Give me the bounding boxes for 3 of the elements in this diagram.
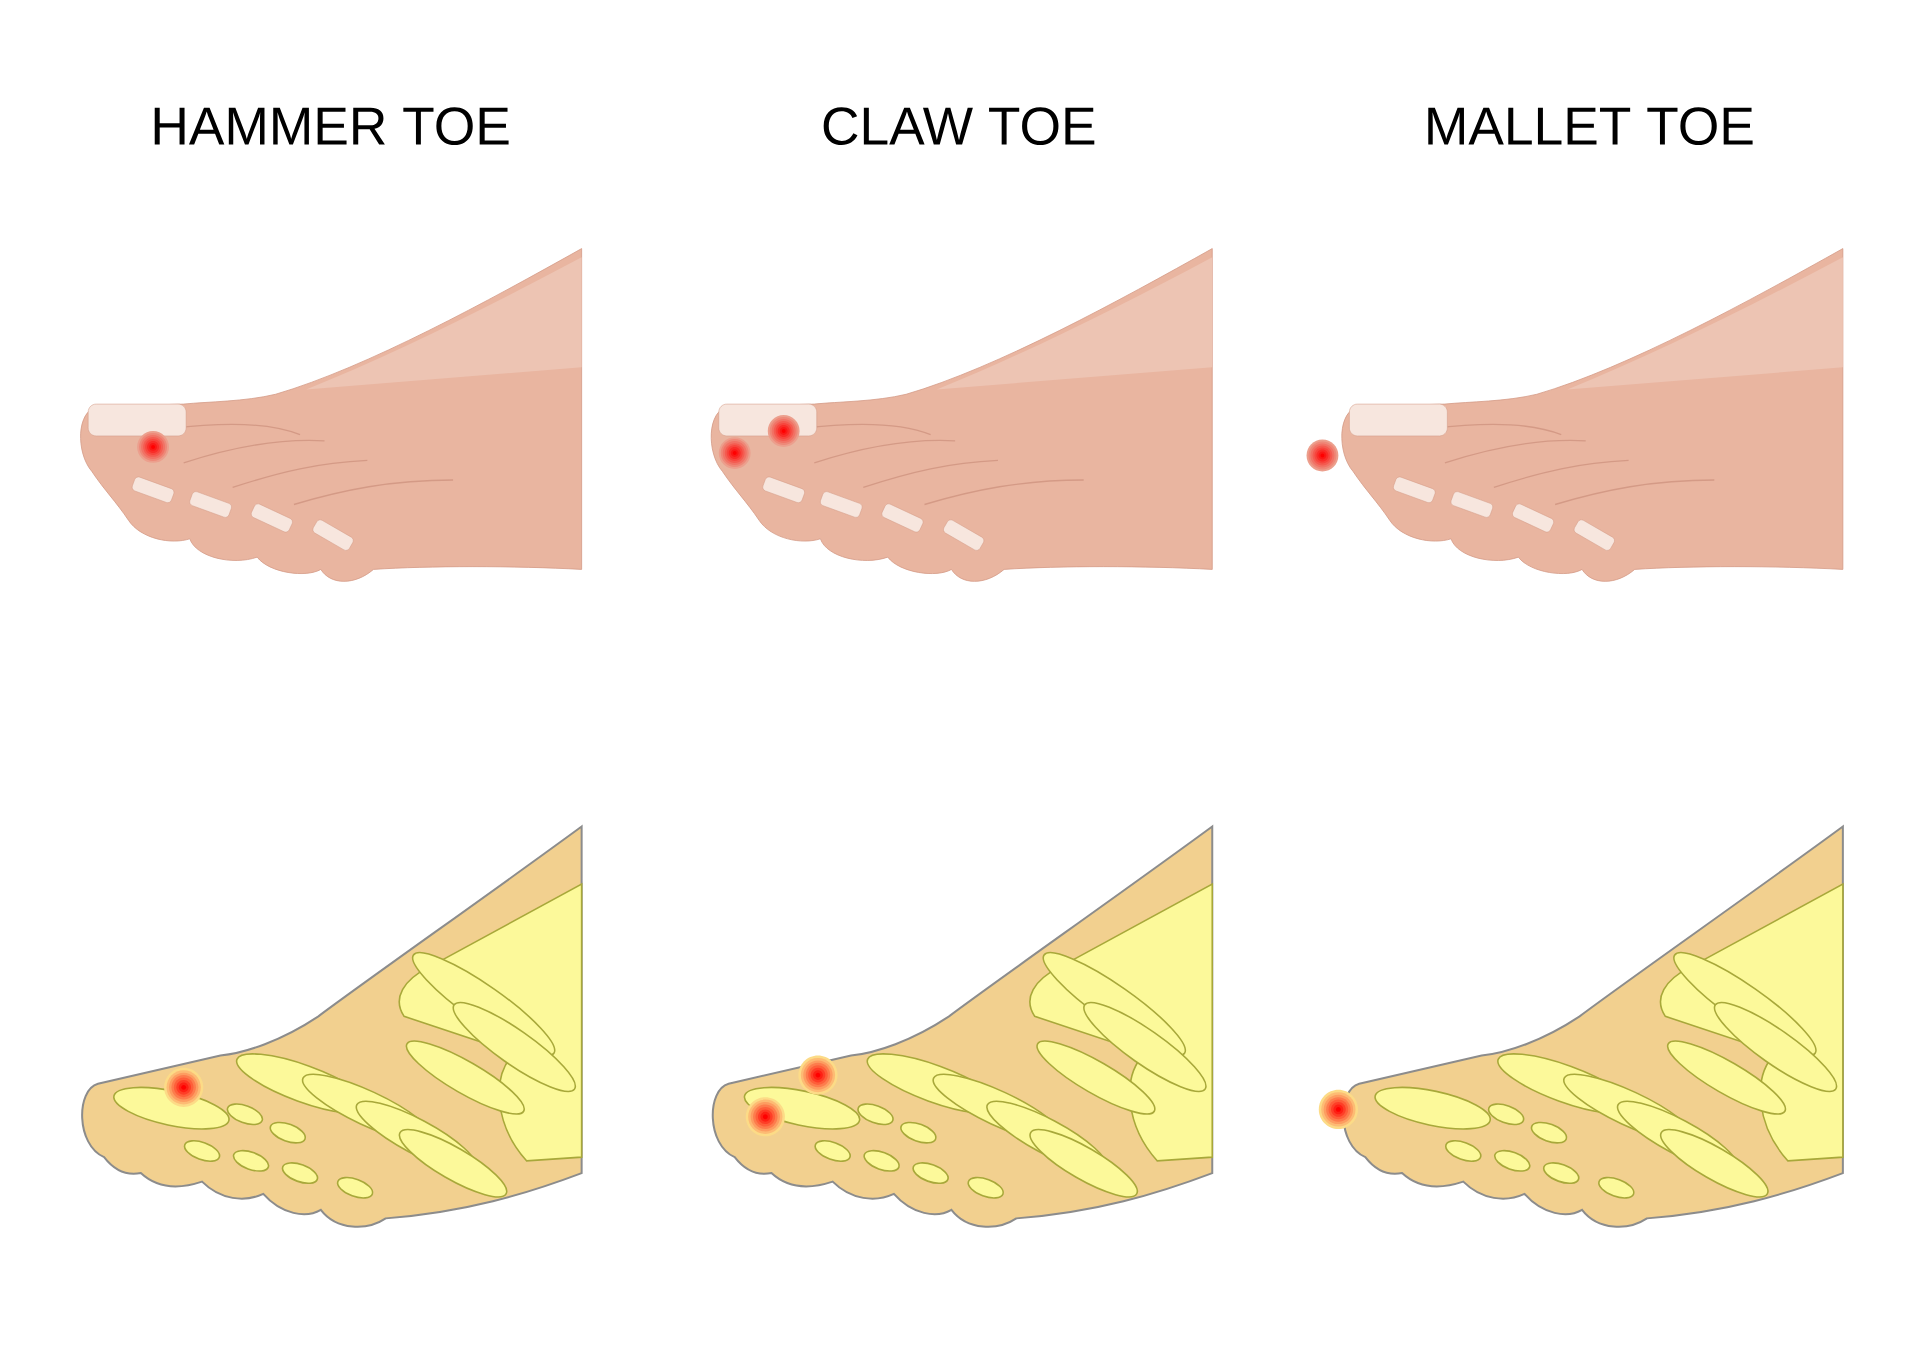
heading: MALLET TOE xyxy=(1428,107,1753,145)
heading: CLAW TOE xyxy=(823,107,1095,145)
heading: HAMMER TOE xyxy=(154,107,509,145)
